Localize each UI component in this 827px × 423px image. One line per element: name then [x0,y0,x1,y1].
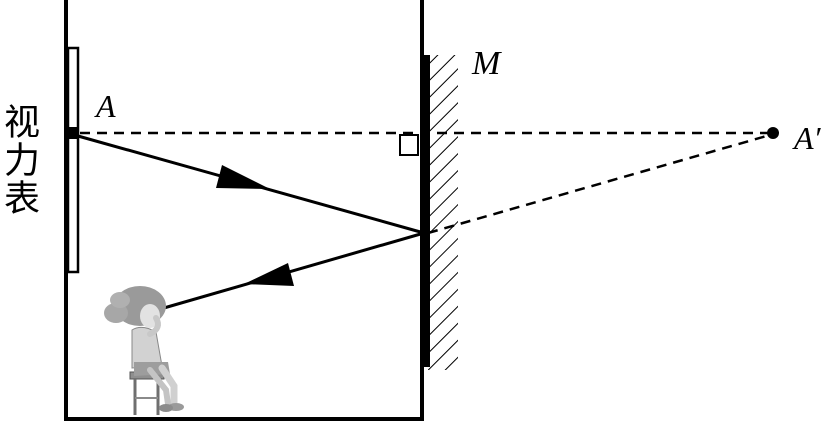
mirror-label: M [472,45,501,82]
mirror-surface [424,55,430,367]
point-a-label: A [96,88,116,124]
image-point-a-prime [767,127,779,139]
eye-chart-label: 视力表 [0,103,39,217]
right-angle-marker [399,134,419,156]
eye-chart-board [66,46,80,274]
point-a-prime-label: A′ [794,120,821,156]
seated-girl-figure [104,286,184,415]
point-a-marker [66,127,78,139]
mirror-hatching [428,55,458,370]
dashed-line-image-to-incidence [427,133,771,235]
incident-ray-arrow [216,165,270,189]
reflected-ray-arrow [244,263,294,286]
